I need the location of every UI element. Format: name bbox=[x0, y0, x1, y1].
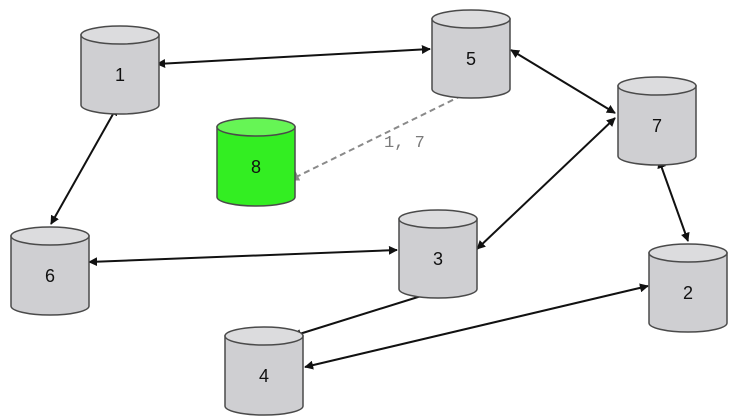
cylinder-top bbox=[80, 25, 160, 45]
edge-5-8 bbox=[289, 90, 472, 181]
edge-1-5 bbox=[156, 44, 431, 69]
cylinder-top bbox=[10, 226, 90, 246]
edge-7-3 bbox=[476, 117, 616, 250]
nodes-layer: 1 5 7 8 6 3 2 4 bbox=[10, 9, 728, 416]
cylinder-body bbox=[398, 218, 478, 299]
node-label: 3 bbox=[433, 249, 443, 269]
node-8: 8 bbox=[216, 117, 296, 207]
cylinder-top bbox=[398, 209, 478, 229]
node-label: 2 bbox=[683, 283, 693, 303]
edges-layer bbox=[50, 44, 690, 370]
cylinder-body bbox=[10, 235, 90, 316]
node-1: 1 bbox=[80, 25, 160, 115]
node-label: 6 bbox=[45, 266, 55, 286]
node-5: 5 bbox=[431, 9, 511, 99]
edge-label-5-8: 1, 7 bbox=[384, 134, 425, 153]
cylinder-top bbox=[216, 117, 296, 137]
edge-1-6 bbox=[50, 106, 118, 225]
node-2: 2 bbox=[648, 243, 728, 333]
node-4: 4 bbox=[224, 326, 304, 416]
node-label: 5 bbox=[466, 49, 476, 69]
node-6: 6 bbox=[10, 226, 90, 316]
edge-7-2 bbox=[657, 159, 690, 242]
node-label: 7 bbox=[652, 116, 662, 136]
edge-2-4 bbox=[304, 283, 649, 370]
cylinder-body bbox=[80, 34, 160, 115]
node-label: 8 bbox=[251, 157, 261, 177]
edge-3-4 bbox=[292, 290, 435, 338]
node-3: 3 bbox=[398, 209, 478, 299]
cylinder-top bbox=[648, 243, 728, 263]
node-label: 4 bbox=[259, 366, 269, 386]
edge-5-7 bbox=[510, 49, 616, 114]
node-label: 1 bbox=[115, 65, 125, 85]
node-7: 7 bbox=[617, 76, 697, 166]
edge-6-3 bbox=[88, 245, 398, 267]
cylinder-body bbox=[617, 85, 697, 166]
edge-labels-layer: 1, 7 bbox=[384, 134, 425, 153]
cylinder-body bbox=[224, 335, 304, 416]
cylinder-body bbox=[216, 126, 296, 207]
cylinder-top bbox=[431, 9, 511, 29]
cylinder-body bbox=[431, 18, 511, 99]
cylinder-top bbox=[617, 76, 697, 96]
cylinder-top bbox=[224, 326, 304, 346]
cylinder-body bbox=[648, 252, 728, 333]
